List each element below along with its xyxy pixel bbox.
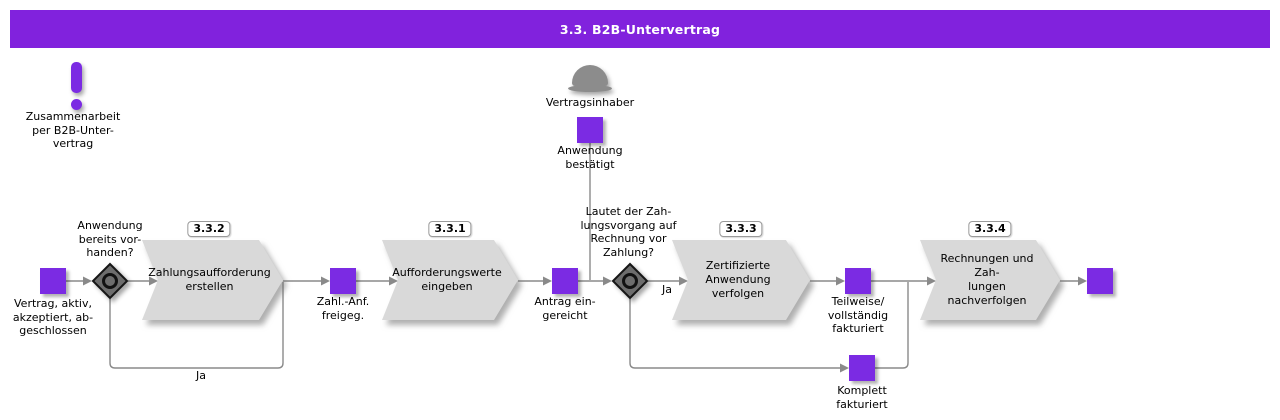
event-teilweise-fakturiert-label: Teilweise/ vollständig fakturiert [827, 295, 889, 335]
activity1-badge[interactable]: 3.3.2 [187, 221, 231, 237]
arrowhead [1078, 276, 1087, 286]
activity-zahlungsaufforderung-erstellen[interactable]: Zahlungsaufforderung erstellen [142, 240, 283, 320]
role-label: Vertragsinhaber [545, 96, 635, 109]
chevron-shape [142, 240, 283, 320]
event-start[interactable] [40, 268, 66, 294]
arrowhead [83, 276, 92, 286]
note-label: Zusammenarbeit per B2B-Unter- vertrag [25, 110, 121, 150]
ring-icon [102, 273, 118, 289]
edge-g1-ja-bypass [109, 282, 284, 369]
event-antrag-eingereicht[interactable] [552, 268, 578, 294]
gateway1-ja-label: Ja [196, 369, 206, 382]
gateway1-question: Anwendung bereits vor- handen? [77, 219, 143, 259]
arrowhead [840, 363, 849, 373]
gateway1[interactable] [91, 262, 129, 300]
event-anwendung-bestaetigt-label: Anwendung bestätigt [557, 144, 623, 171]
activity-zertifizierte-anwendung-verfolgen[interactable]: Zertifizierte Anwendung verfolgen [672, 240, 810, 320]
chevron-shape [672, 240, 810, 320]
gateway2-ja-label: Ja [662, 283, 672, 296]
diagram-title-bar: 3.3. B2B-Untervertrag [10, 10, 1270, 48]
event-antrag-eingereicht-label: Antrag ein- gereicht [534, 295, 596, 322]
arrowhead [543, 276, 552, 286]
arrowhead [836, 276, 845, 286]
arrowhead [603, 276, 612, 286]
activity-aufforderungswerte-eingeben[interactable]: Aufforderungswerte eingeben [382, 240, 518, 320]
edge-fully-invoiced-to-main [875, 282, 909, 369]
activity1-label: Zahlungsaufforderung erstellen [148, 266, 271, 293]
event-zahl-anf-freigeg-label: Zahl.-Anf. freigeg. [316, 295, 370, 322]
event-start-label: Vertrag, aktiv, akzeptiert, ab- geschlos… [12, 297, 94, 337]
event-zahl-anf-freigeg[interactable] [330, 268, 356, 294]
event-teilweise-fakturiert[interactable] [845, 268, 871, 294]
arrowhead [927, 276, 936, 286]
exclamation-icon [71, 62, 82, 110]
activity4-label: Rechnungen und Zah- lungen nachverfolgen [940, 252, 1034, 307]
event-komplett-fakturiert-label: Komplett fakturiert [836, 384, 888, 411]
arrowhead [679, 276, 688, 286]
gateway2-question: Lautet der Zah- lungsvorgang auf Rechnun… [580, 205, 677, 259]
ring-icon [622, 273, 638, 289]
diagram-title: 3.3. B2B-Untervertrag [559, 21, 721, 37]
activity-rechnungen-nachverfolgen[interactable]: Rechnungen und Zah- lungen nachverfolgen [920, 240, 1060, 320]
activity4-badge[interactable]: 3.3.4 [968, 221, 1012, 237]
arrowhead [321, 276, 330, 286]
activity2-label: Aufforderungswerte eingeben [392, 266, 502, 293]
chevron-shape [382, 240, 518, 320]
activity3-label: Zertifizierte Anwendung verfolgen [705, 259, 771, 300]
event-anwendung-bestaetigt[interactable] [577, 117, 603, 143]
hat-icon [568, 65, 612, 92]
gateway2[interactable] [611, 262, 649, 300]
chevron-shape [920, 240, 1060, 320]
activity2-badge[interactable]: 3.3.1 [428, 221, 472, 237]
activity3-badge[interactable]: 3.3.3 [719, 221, 763, 237]
arrowhead [149, 276, 158, 286]
event-end[interactable] [1087, 268, 1113, 294]
event-komplett-fakturiert[interactable] [849, 355, 875, 381]
arrowhead [389, 276, 398, 286]
edge-g2-to-fully-invoiced [629, 299, 840, 369]
